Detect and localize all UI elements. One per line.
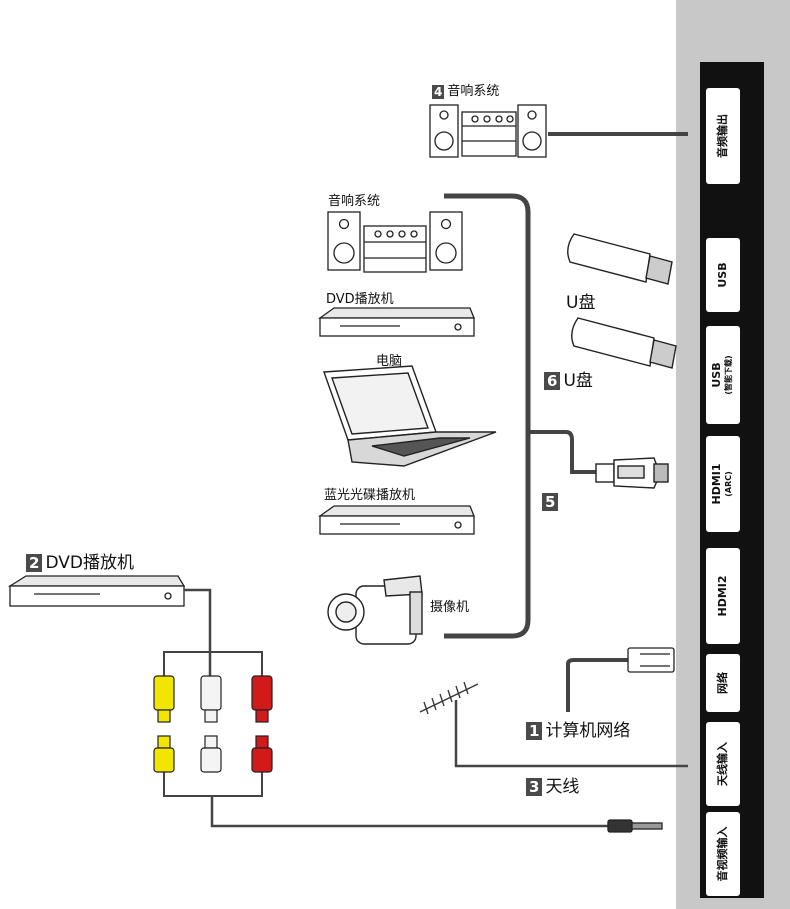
port-av-in: 音视频输入 xyxy=(706,812,740,896)
badge-3: 3 xyxy=(526,778,543,796)
dvd-player-icon xyxy=(317,307,475,337)
rca-plug-red-bottom xyxy=(251,735,273,773)
badge-2: 2 xyxy=(26,554,43,572)
dvd-left-label: DVD播放机 xyxy=(45,553,134,573)
hdmi-group-bracket xyxy=(444,193,531,639)
port-usb-1: USB xyxy=(706,238,740,312)
rca-top-bus xyxy=(163,651,263,676)
port-hdmi1-sublabel: (ARC) xyxy=(724,471,733,497)
dvd-player-label: DVD播放机 xyxy=(326,292,394,307)
port-usb-2: USB(智能下载) xyxy=(706,326,740,424)
rca-plug-yellow-bottom xyxy=(153,735,175,773)
bluray-player-icon xyxy=(317,505,475,535)
camcorder-label: 摄像机 xyxy=(430,600,470,615)
rca-plug-white-top xyxy=(200,675,222,723)
rca-bottom-bus xyxy=(163,770,263,797)
audio-system-top-icon xyxy=(429,104,547,158)
hdmi-caption: 5 xyxy=(542,492,561,512)
port-audio-out: 音频输出 xyxy=(706,88,740,184)
badge-1: 1 xyxy=(526,722,543,740)
udisk-2-label: U盘 xyxy=(563,371,593,391)
rj45-plug-icon xyxy=(627,647,675,673)
rca-plug-red-top xyxy=(251,675,273,723)
antenna-cable xyxy=(454,700,688,768)
audio-jack-icon xyxy=(607,819,663,833)
badge-5: 5 xyxy=(542,493,559,511)
dvd-rca-cable xyxy=(184,588,212,676)
port-hdmi1-label: HDMI1 xyxy=(710,463,723,505)
port-network-label: 网络 xyxy=(716,672,729,694)
network-cable xyxy=(566,658,628,712)
port-usb-2-sublabel: (智能下载) xyxy=(724,355,733,395)
rca-to-av-cable xyxy=(210,796,608,828)
camcorder-icon xyxy=(327,575,423,645)
audio-system-label: 音响系统 xyxy=(328,194,381,209)
port-hdmi2-label: HDMI2 xyxy=(716,575,729,617)
port-hdmi2: HDMI2 xyxy=(706,548,740,644)
rca-plug-white-bottom xyxy=(200,735,222,773)
badge-6: 6 xyxy=(544,372,561,390)
usb-stick-2-icon xyxy=(571,317,677,369)
bluray-label: 蓝光光碟播放机 xyxy=(324,488,416,503)
port-network: 网络 xyxy=(706,654,740,712)
port-antenna-in: 天线输入 xyxy=(706,722,740,806)
port-antenna-in-label: 天线输入 xyxy=(716,742,729,786)
port-audio-out-label: 音频输出 xyxy=(716,114,729,158)
hdmi-cable xyxy=(528,430,596,474)
port-usb-1-label: USB xyxy=(716,262,729,288)
network-label: 计算机网络 xyxy=(545,721,631,741)
port-usb-2-label: USB xyxy=(710,362,723,388)
antenna-label: 天线 xyxy=(545,777,580,797)
udisk-1-label: U盘 xyxy=(566,293,596,313)
audio-system-icon xyxy=(327,211,463,273)
port-av-in-label: 音视频输入 xyxy=(716,826,729,882)
audio-system-top-label: 音响系统 xyxy=(447,84,500,99)
port-hdmi1: HDMI1(ARC) xyxy=(706,436,740,532)
badge-4: 4 xyxy=(432,84,445,99)
antenna-icon xyxy=(419,681,479,715)
hdmi-plug-icon xyxy=(595,457,669,489)
computer-label: 电脑 xyxy=(376,354,403,369)
usb-stick-1-icon xyxy=(567,233,673,285)
laptop-icon xyxy=(323,365,497,467)
dvd-player-left-icon xyxy=(7,575,186,607)
rca-plug-yellow-top xyxy=(153,675,175,723)
